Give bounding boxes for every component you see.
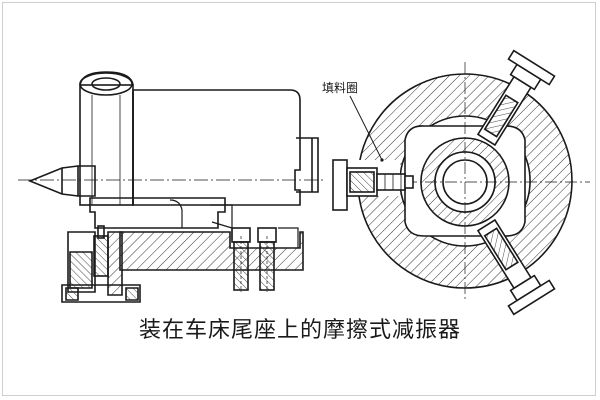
left-clamp-outline: [67, 231, 96, 293]
upper-right-radial-bolt: [476, 49, 556, 147]
base-hatched-section: [119, 231, 304, 271]
column-top-ellipse: [79, 72, 133, 96]
lower-right-radial-bolt: [476, 218, 556, 316]
damper-screw-1: [93, 235, 109, 277]
tailstock-side-view: [18, 71, 326, 303]
left-foot: [61, 284, 141, 303]
packing-ring-label: 填料圈: [322, 81, 358, 95]
figure-caption: 装在车床尾座上的摩擦式减振器: [138, 318, 461, 343]
right-end-cap: [296, 137, 319, 193]
left-clamp-hatch: [69, 251, 93, 289]
center-point: [27, 165, 79, 197]
tailstock-body: [132, 89, 301, 206]
base-upper: [89, 197, 226, 229]
callout-leader: [349, 95, 383, 161]
column-top-hole: [91, 77, 121, 91]
damper-pin-1: [97, 225, 105, 239]
lock-column: [79, 84, 134, 206]
quill-end: [77, 165, 96, 197]
damper-cross-section: [332, 49, 590, 316]
left-radial-bolt: [332, 159, 414, 211]
damper-screws-right: [231, 227, 277, 292]
